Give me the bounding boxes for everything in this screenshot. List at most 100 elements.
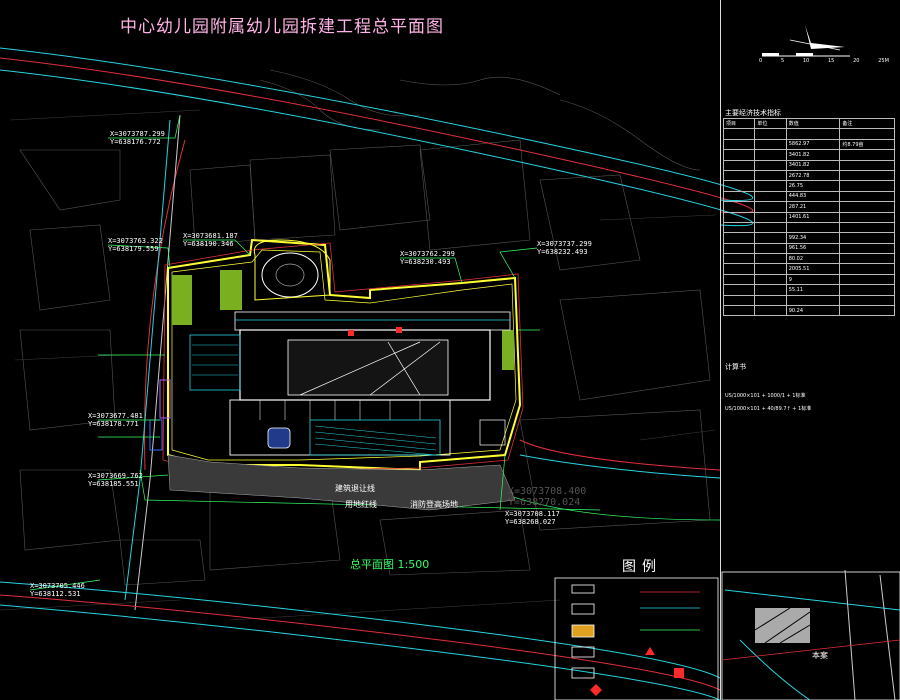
table-cell: 约8.79亩	[839, 138, 895, 151]
table-cell	[839, 232, 895, 244]
table-cell: 5862.97	[785, 138, 841, 151]
table-cell	[754, 201, 787, 213]
table-cell	[722, 305, 756, 317]
road-north-cyan2	[0, 69, 753, 227]
gate-area-east	[479, 419, 506, 446]
table-row: 2672.78	[722, 169, 895, 182]
table-cell	[722, 128, 756, 140]
table-cell	[754, 159, 787, 171]
ramp-blue	[149, 419, 163, 451]
table-row	[722, 221, 895, 234]
table-cell	[839, 294, 895, 307]
road-south-red	[0, 594, 721, 691]
location-map	[721, 569, 900, 700]
table-cell	[722, 190, 756, 203]
table-row: 26.75	[722, 180, 895, 192]
table-cell	[839, 284, 895, 296]
table-cell	[839, 180, 895, 192]
table-cell	[722, 294, 756, 307]
table-cell	[754, 190, 787, 203]
table-cell	[722, 211, 756, 223]
table-cell	[839, 128, 895, 140]
annotation-red-line: 用地红线	[345, 500, 377, 509]
table-row: 9	[722, 273, 895, 286]
pool	[267, 427, 291, 449]
table-cell	[754, 294, 787, 307]
table-cell: 单位	[754, 117, 787, 130]
playground-circle-inner	[275, 263, 305, 287]
table-cell	[839, 253, 895, 265]
hatched-ground	[167, 454, 516, 511]
table-row: 90.24	[722, 305, 895, 317]
leader-lines	[29, 114, 540, 591]
marker-red-2	[396, 327, 402, 333]
table-cell: 26.75	[785, 180, 841, 192]
scale-note: 总平面图 1:500	[350, 558, 430, 571]
table-cell	[722, 169, 756, 182]
lawn-left-2	[220, 270, 242, 310]
north-arrow-icon	[789, 25, 845, 51]
panel-header: 主要经济技术指标	[725, 109, 781, 117]
table-cell	[839, 169, 895, 182]
drawing-title: 中心幼儿园附属幼儿园拆建工程总平面图	[120, 17, 444, 37]
ramp-purple	[159, 379, 171, 419]
location-label: 本案	[812, 651, 828, 660]
road-east-red	[519, 439, 721, 471]
table-cell: 备注	[839, 117, 895, 130]
table-cell	[754, 232, 787, 244]
table-cell: 2005.51	[785, 263, 841, 275]
table-cell: 项目	[722, 117, 756, 130]
table-cell	[722, 180, 756, 192]
table-row: 80.02	[722, 253, 895, 265]
note-line: US/1000×101 + 1000/1 + 1标准	[725, 393, 806, 399]
steps-blue	[309, 419, 441, 456]
playground-area	[253, 239, 331, 301]
table-cell: 1401.61	[785, 211, 841, 223]
table-cell	[722, 149, 756, 161]
site-inner-boundary	[171, 249, 517, 461]
table-cell	[722, 273, 756, 286]
table-cell	[839, 159, 895, 171]
table-cell	[839, 221, 895, 234]
table-cell	[754, 138, 787, 151]
table-cell	[839, 305, 895, 317]
lawn-left-1	[172, 275, 192, 325]
table-cell	[722, 201, 756, 213]
table-cell	[754, 263, 787, 275]
table-cell	[754, 180, 787, 192]
table-cell	[754, 149, 787, 161]
table-row: 3401.82	[722, 159, 895, 171]
table-cell	[754, 221, 787, 234]
table-row: 1401.61	[722, 211, 895, 223]
table-cell	[754, 273, 787, 286]
corridor-north	[234, 311, 511, 331]
table-cell	[722, 263, 756, 275]
table-cell	[722, 232, 756, 244]
table-cell: 90.24	[785, 305, 841, 317]
table-cell: 3401.82	[785, 149, 841, 161]
table-row: 55.11	[722, 284, 895, 296]
table-row: 3401.82	[722, 149, 895, 161]
legend-frame	[554, 577, 719, 700]
road-south-cyan2	[0, 604, 721, 700]
table-row: 287.21	[722, 201, 895, 213]
annotation-setback-line: 建筑退让线	[335, 484, 375, 493]
table-cell	[722, 253, 756, 265]
table-cell: 9	[785, 273, 841, 286]
lawn-right	[502, 330, 514, 370]
road-south-cyan	[0, 581, 721, 679]
table-cell	[722, 221, 756, 234]
road-north-cyan	[0, 47, 753, 201]
table-cell: 80.02	[785, 253, 841, 265]
table-cell	[722, 284, 756, 296]
